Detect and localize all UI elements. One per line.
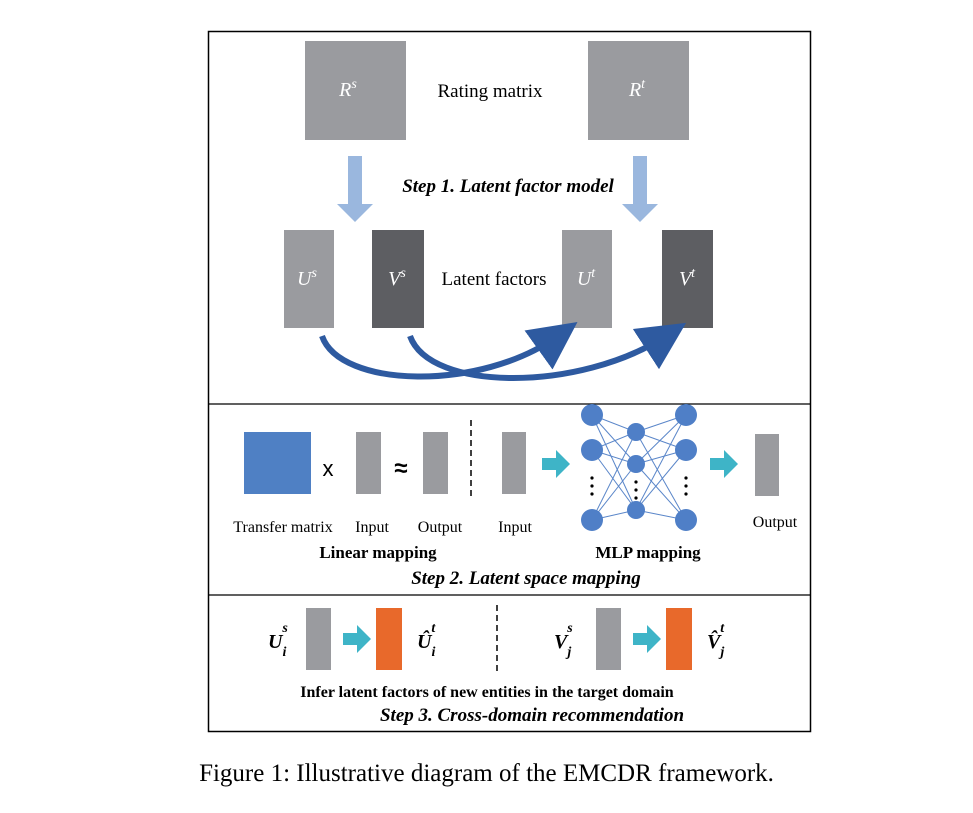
- mlp-edge: [635, 463, 687, 521]
- ui-target-block: [376, 608, 402, 670]
- mlp-edge: [635, 414, 687, 465]
- arrow-ui-icon: [343, 625, 371, 653]
- mlp-node: [581, 509, 603, 531]
- rs-matrix-label: Rs: [338, 77, 357, 101]
- mlp-ellipsis-dot: [684, 492, 688, 496]
- ui-source-label: Uis: [268, 621, 288, 660]
- mlp-node: [581, 439, 603, 461]
- down-arrow-right-icon: [622, 156, 658, 222]
- times-symbol: x: [323, 456, 334, 481]
- mlp-edge: [635, 431, 687, 521]
- mlp-network-icon: [581, 404, 697, 531]
- mlp-output-label: Output: [753, 514, 798, 531]
- mlp-ellipsis-dot: [590, 492, 594, 496]
- rt-matrix-block: [588, 41, 689, 140]
- mlp-ellipsis-dot: [634, 480, 638, 484]
- curve-arrow-vs-to-vt-icon: [407, 322, 687, 381]
- linear-input-label: Input: [355, 519, 389, 536]
- us-factor-label: Us: [297, 266, 317, 290]
- ut-factor-label: Ut: [577, 266, 596, 290]
- mlp-ellipsis-dot: [590, 484, 594, 488]
- mlp-node: [675, 439, 697, 461]
- linear-mapping-label: Linear mapping: [319, 543, 437, 562]
- arrow-to-mlp-icon: [542, 450, 570, 478]
- arrow-vj-icon: [633, 625, 661, 653]
- vj-source-label: Vjs: [554, 621, 573, 660]
- infer-label: Infer latent factors of new entities in …: [300, 684, 674, 701]
- mlp-node: [627, 455, 645, 473]
- ui-target-label: Ûit: [417, 621, 436, 660]
- vs-factor-block: [372, 230, 424, 328]
- step2-label: Step 2. Latent space mapping: [411, 568, 641, 589]
- mlp-ellipsis-dot: [634, 496, 638, 500]
- mlp-node: [627, 501, 645, 519]
- step3-label: Step 3. Cross-domain recommendation: [380, 705, 684, 726]
- transfer-matrix-label: Transfer matrix: [233, 519, 332, 536]
- figure-caption: Figure 1: Illustrative diagram of the EM…: [199, 760, 774, 787]
- mlp-ellipsis-dot: [684, 476, 688, 480]
- mlp-edge: [635, 449, 687, 511]
- rs-matrix-block: [305, 41, 406, 140]
- curve-arrow-us-to-ut-icon: [319, 322, 578, 380]
- mlp-node: [675, 509, 697, 531]
- transfer-matrix-block: [244, 432, 311, 494]
- rating-matrix-label: Rating matrix: [437, 81, 543, 102]
- linear-output-block: [423, 432, 448, 494]
- mlp-node: [675, 404, 697, 426]
- mlp-edge: [591, 463, 637, 521]
- rt-matrix-label: Rt: [628, 77, 646, 101]
- mlp-mapping-label: MLP mapping: [595, 543, 701, 562]
- mlp-edge: [591, 449, 637, 511]
- arrow-from-mlp-icon: [710, 450, 738, 478]
- mlp-node: [627, 423, 645, 441]
- vs-factor-label: Vs: [388, 266, 406, 290]
- step1-label: Step 1. Latent factor model: [402, 176, 614, 197]
- us-factor-block: [284, 230, 334, 328]
- mlp-input-label: Input: [498, 519, 532, 536]
- down-arrow-left-icon: [337, 156, 373, 222]
- mlp-ellipsis-dot: [684, 484, 688, 488]
- outer-frame: [207, 30, 812, 733]
- vj-source-block: [596, 608, 621, 670]
- mlp-edge: [591, 431, 637, 521]
- approx-symbol: ≈: [394, 455, 407, 482]
- linear-input-block: [356, 432, 381, 494]
- mlp-ellipsis-dot: [634, 488, 638, 492]
- mlp-edge: [635, 414, 687, 511]
- mlp-output-block: [755, 434, 779, 496]
- mlp-node: [581, 404, 603, 426]
- ui-source-block: [306, 608, 331, 670]
- vt-factor-block: [662, 230, 713, 328]
- ut-factor-block: [562, 230, 612, 328]
- linear-output-label: Output: [418, 519, 463, 536]
- vj-target-label: V̂jt: [707, 621, 725, 660]
- vj-target-block: [666, 608, 692, 670]
- latent-factors-label: Latent factors: [442, 269, 547, 290]
- mlp-input-block: [502, 432, 526, 494]
- vt-factor-label: Vt: [679, 266, 696, 290]
- mlp-ellipsis-dot: [590, 476, 594, 480]
- mlp-edge: [591, 414, 637, 511]
